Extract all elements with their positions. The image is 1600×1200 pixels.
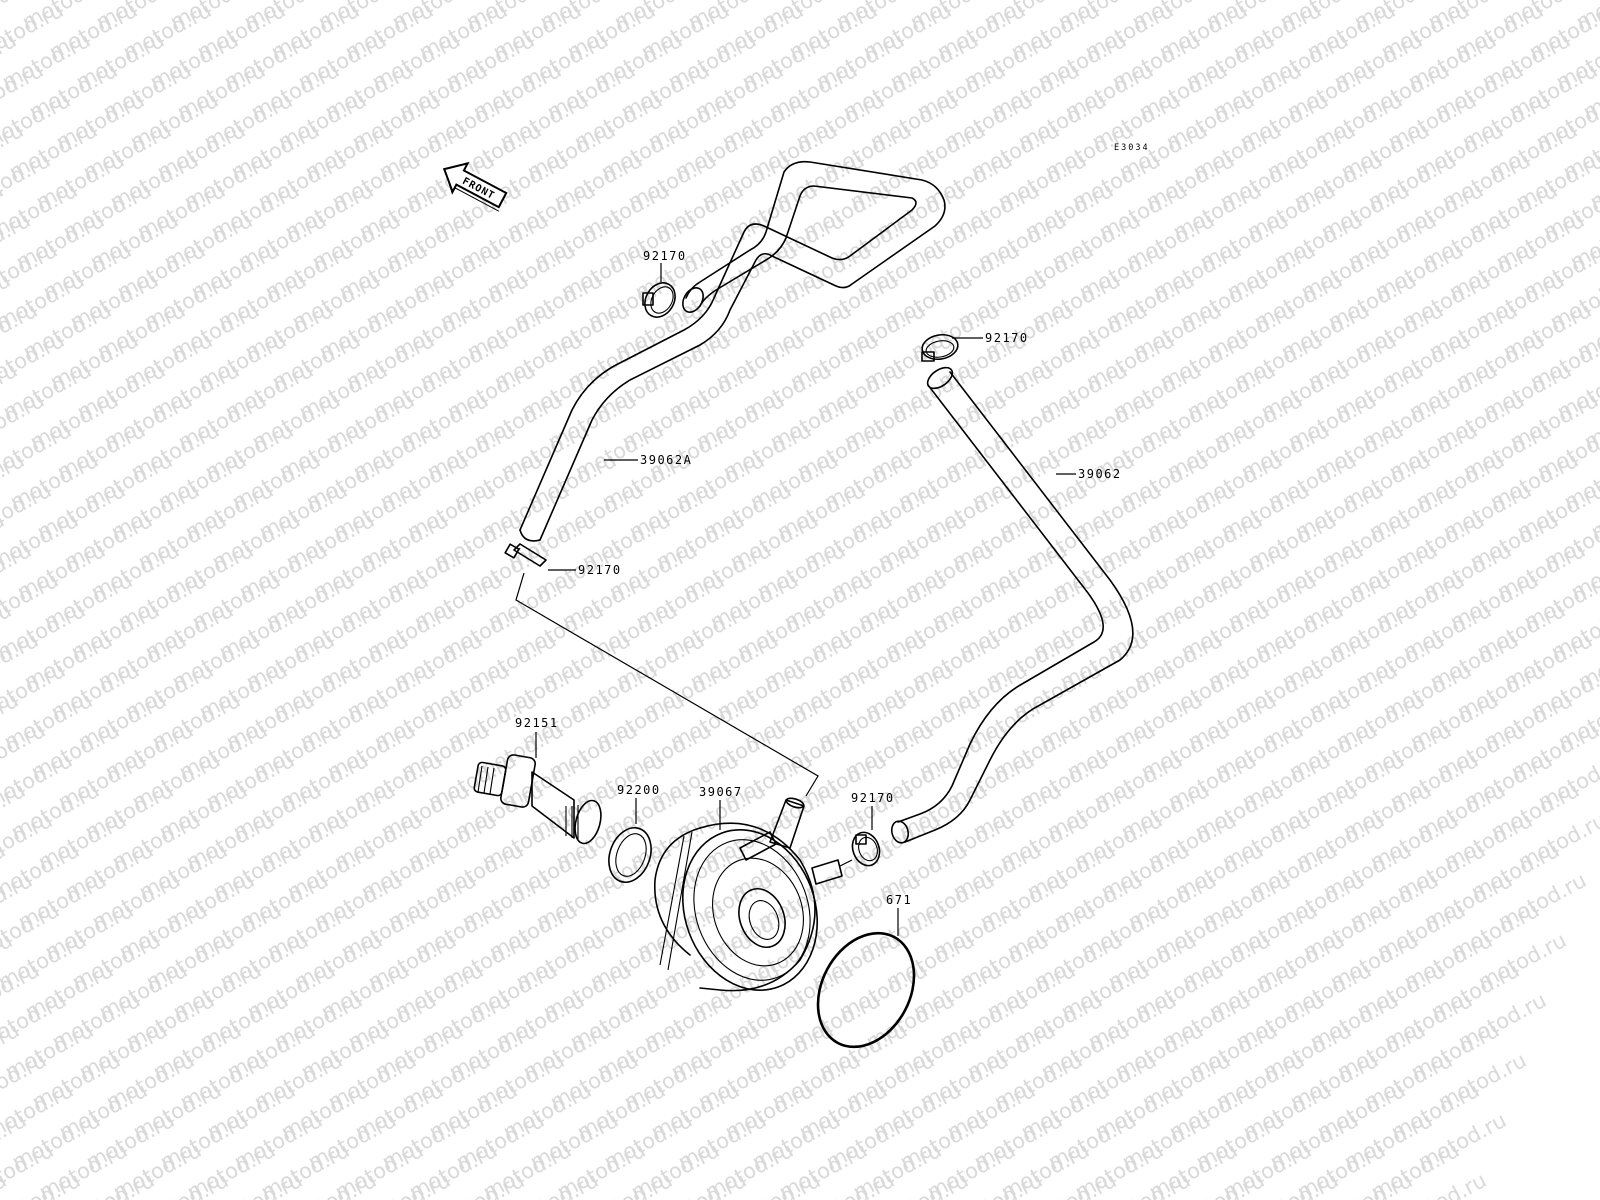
hose-clamp-left-end: [504, 543, 547, 567]
hose-clamp-bottom-right: [851, 831, 881, 867]
callout-671: 671: [886, 893, 912, 907]
hose-clamp-top-right: [921, 333, 959, 362]
oil-cooler-39067: [654, 797, 843, 992]
callout-92170-top-left: 92170: [643, 249, 687, 263]
fitting-92151: [473, 754, 602, 845]
watermark-text: motod.ru: [0, 1168, 10, 1200]
callout-92170-bottom-right: 92170: [851, 791, 895, 805]
hose-39062: [890, 366, 1134, 844]
leader-lines: [515, 263, 1076, 936]
gasket-92200: [608, 827, 652, 883]
hose-clamp-top-left: [642, 282, 676, 318]
callout-92151: 92151: [515, 716, 559, 730]
callout-92170-top-right: 92170: [985, 331, 1029, 345]
callout-39062: 39062: [1078, 467, 1122, 481]
callout-39062a: 39062A: [640, 453, 692, 467]
callout-39067: 39067: [699, 785, 743, 799]
callout-92200: 92200: [617, 783, 661, 797]
diagram-code: E3034: [1114, 143, 1150, 153]
o-ring-671: [816, 931, 916, 1049]
callout-92170-left-end: 92170: [578, 563, 622, 577]
hose-39062a: [519, 160, 946, 542]
